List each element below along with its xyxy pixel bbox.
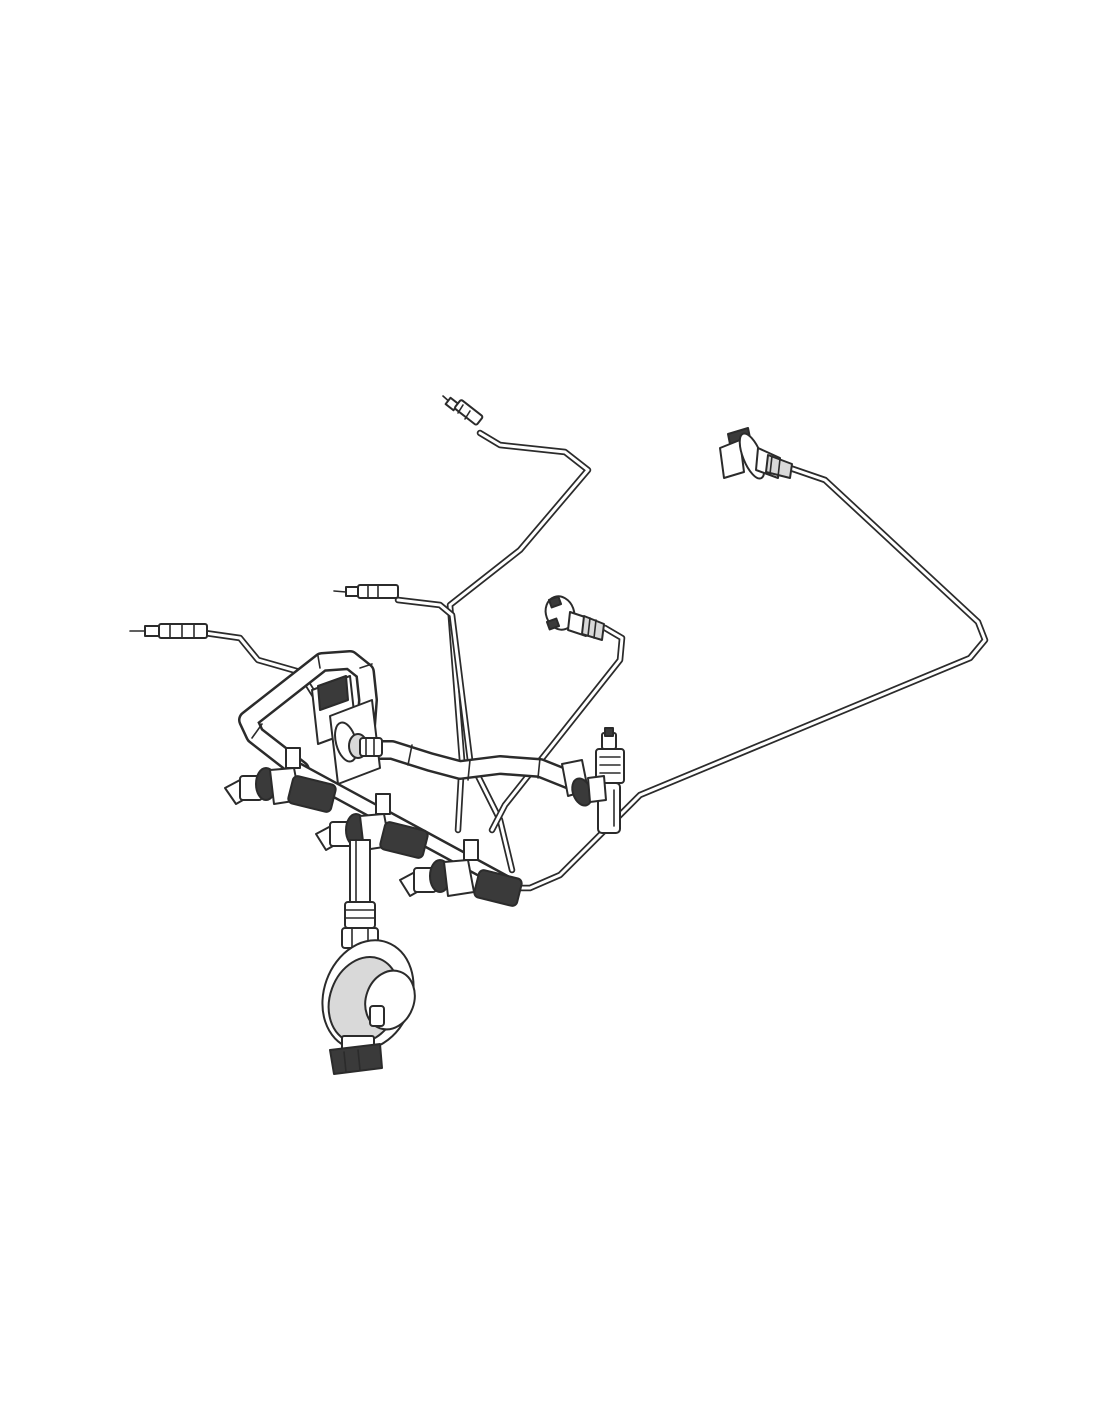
pipe-end-fitting-right	[561, 759, 607, 807]
thermocouple-lead-left	[201, 629, 334, 724]
thermocouple-lead-middle	[394, 596, 516, 874]
pilot-burner-center	[544, 595, 605, 641]
pressure-regulator	[321, 939, 416, 1075]
thermocouple-probe-middle	[333, 584, 399, 599]
thermocouple-probe-top	[442, 395, 484, 426]
burner-valve-2	[315, 793, 429, 859]
pilot-tube-long-right	[506, 464, 989, 892]
thermocouple-probe-left	[129, 623, 208, 639]
burner-valve-3	[399, 839, 523, 907]
gas-control-valve	[311, 675, 383, 785]
thermocouple-lead-top	[446, 429, 592, 834]
pilot-tube-center	[488, 624, 626, 834]
pilot-burner-top-right	[719, 427, 793, 480]
burner-valve-1	[224, 747, 337, 813]
supply-pipe-vertical	[341, 839, 379, 949]
thermostat-sensor	[595, 727, 625, 834]
